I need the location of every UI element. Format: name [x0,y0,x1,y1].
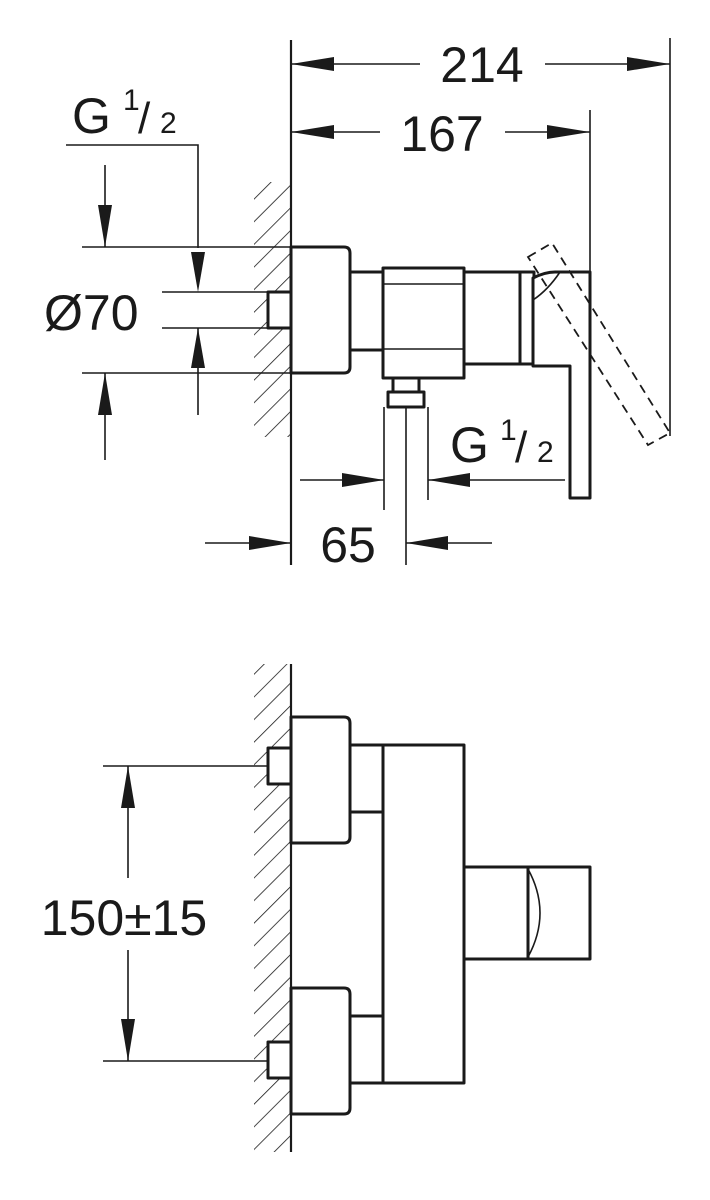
arrow [547,125,590,139]
escutcheon-lower [289,986,352,1116]
arrow [291,125,334,139]
svg-text:/: / [515,423,528,472]
neck-top [348,270,385,352]
lever-curve [532,271,561,301]
neck-upper [348,743,385,814]
lever-curve-front [527,868,541,958]
arrow [121,766,135,808]
lever-handle [531,270,592,500]
arrow [627,57,670,71]
arrow [291,57,334,71]
cartridge-front [462,865,530,961]
thread-letter-outlet: G [450,417,489,473]
arrow [121,1019,135,1061]
side-view: 214 167 G 1 / 2 Ø70 G 1 / 2 [44,37,672,573]
dimension-inlet-spacing: 150±15 [41,890,207,946]
thread-num-outlet: 1 [500,414,517,447]
thread-den-top: 2 [160,107,177,140]
neck-lower [348,1014,385,1085]
arrow [428,473,470,487]
outlet-fitting [391,376,421,394]
arrow [342,473,384,487]
arrow [191,328,205,368]
dimension-escutcheon-diameter: Ø70 [44,285,139,341]
arrow [249,536,291,550]
valve-body-front [381,743,466,1085]
dimension-wall-to-outlet: 65 [320,517,376,573]
escutcheon-upper [289,715,352,845]
arrow [406,536,448,550]
cartridge-top [462,270,524,366]
arrow [98,205,112,247]
thread-num-top: 1 [123,84,140,117]
lever-rotated-position [526,241,672,447]
outlet-nut [386,390,426,409]
thread-den-outlet: 2 [537,436,554,469]
leader-line [66,144,199,248]
front-view: 150±15 [41,664,592,1152]
escutcheon-top [289,245,352,375]
inlet-connector-top [266,290,294,330]
svg-text:/: / [138,94,151,143]
inlet-connector-lower [266,1040,294,1080]
arrow [191,252,205,292]
arrow [98,373,112,415]
valve-body-top [381,266,466,380]
dimension-overall-width: 214 [440,37,523,93]
lever-front [526,865,592,961]
thread-letter-top: G [72,88,111,144]
inlet-connector-upper [266,746,294,786]
dimension-body-width: 167 [400,106,483,162]
